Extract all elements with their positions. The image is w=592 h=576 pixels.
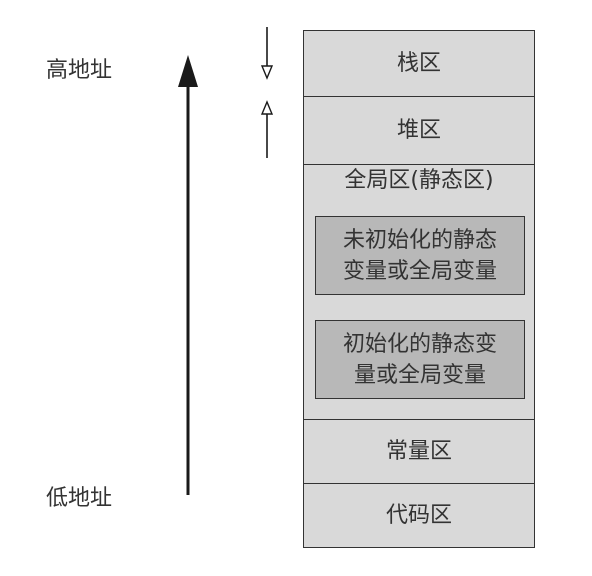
heap-growth-arrow-icon — [260, 100, 274, 158]
divider — [304, 419, 534, 420]
uninitialized-label: 未初始化的静态变量或全局变量 — [342, 227, 497, 284]
stack-label: 栈区 — [396, 51, 441, 76]
high-address-label: 高地址 — [46, 58, 113, 83]
divider — [304, 96, 534, 97]
global-label: 全局区(静态区) — [344, 168, 494, 193]
constant-label: 常量区 — [385, 438, 452, 464]
divider — [304, 483, 534, 484]
code-segment: 代码区 — [304, 484, 534, 547]
stack-segment: 栈区 — [304, 31, 534, 97]
global-segment: 全局区(静态区) — [304, 165, 534, 420]
code-label: 代码区 — [385, 502, 452, 528]
initialized-variables-box: 初始化的静态变量或全局变量 — [315, 320, 525, 399]
initialized-label: 初始化的静态变量或全局变量 — [342, 331, 497, 388]
heap-segment: 堆区 — [304, 97, 534, 164]
heap-label: 堆区 — [396, 117, 441, 143]
constant-segment: 常量区 — [304, 420, 534, 483]
memory-block: 栈区 堆区 全局区(静态区) 未初始化的静态变量或全局变量 初始化的静态变量或全… — [303, 30, 535, 548]
divider — [304, 164, 534, 165]
uninitialized-variables-box: 未初始化的静态变量或全局变量 — [315, 216, 525, 295]
stack-growth-arrow-icon — [260, 27, 274, 80]
low-address-label: 低地址 — [46, 486, 113, 511]
address-direction-arrow-icon — [178, 55, 198, 495]
